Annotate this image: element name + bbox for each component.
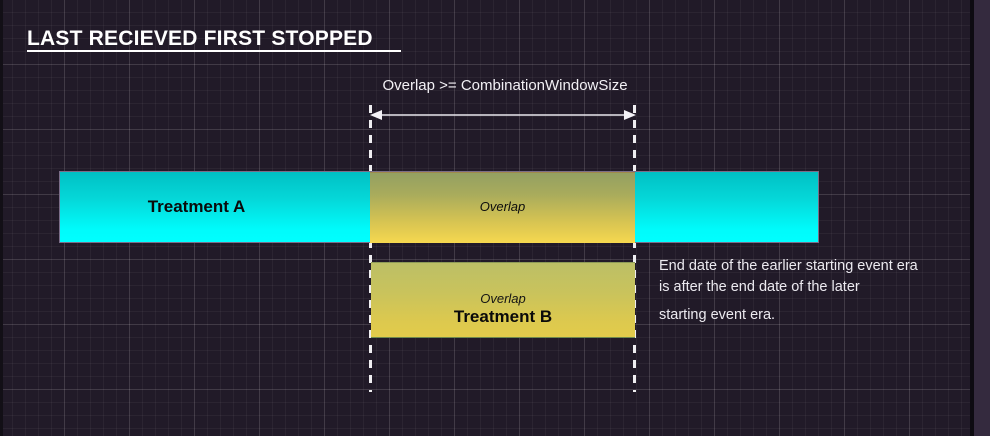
note-line-1: End date of the earlier starting event e… bbox=[659, 258, 918, 274]
bar-treatment-b-overlap-label: Overlap bbox=[480, 291, 526, 306]
bar-overlap-region-label: Overlap bbox=[479, 199, 526, 214]
canvas-right-edge-dark bbox=[970, 0, 974, 436]
page-title: LAST RECIEVED FIRST STOPPED bbox=[27, 27, 373, 50]
note-line-3: starting event era. bbox=[659, 307, 776, 323]
canvas-right-edge-strip bbox=[974, 0, 990, 436]
note-line-2: is after the end date of the later bbox=[659, 279, 860, 295]
guide-line-overlap-end bbox=[633, 105, 636, 392]
bar-treatment-a-label: Treatment A bbox=[147, 197, 246, 216]
bar-treatment-b-label: Treatment B bbox=[453, 307, 553, 326]
bar-treatment-b bbox=[371, 262, 635, 338]
canvas-left-edge bbox=[0, 0, 3, 436]
bar-overlap-region bbox=[370, 172, 635, 243]
overlap-measure-label: Overlap >= CombinationWindowSize bbox=[382, 77, 628, 94]
double-headed-arrow-icon bbox=[370, 110, 636, 120]
guide-line-overlap-start bbox=[369, 105, 372, 392]
page-title-underline bbox=[27, 50, 401, 52]
explanatory-note: End date of the earlier starting event e… bbox=[659, 256, 979, 326]
